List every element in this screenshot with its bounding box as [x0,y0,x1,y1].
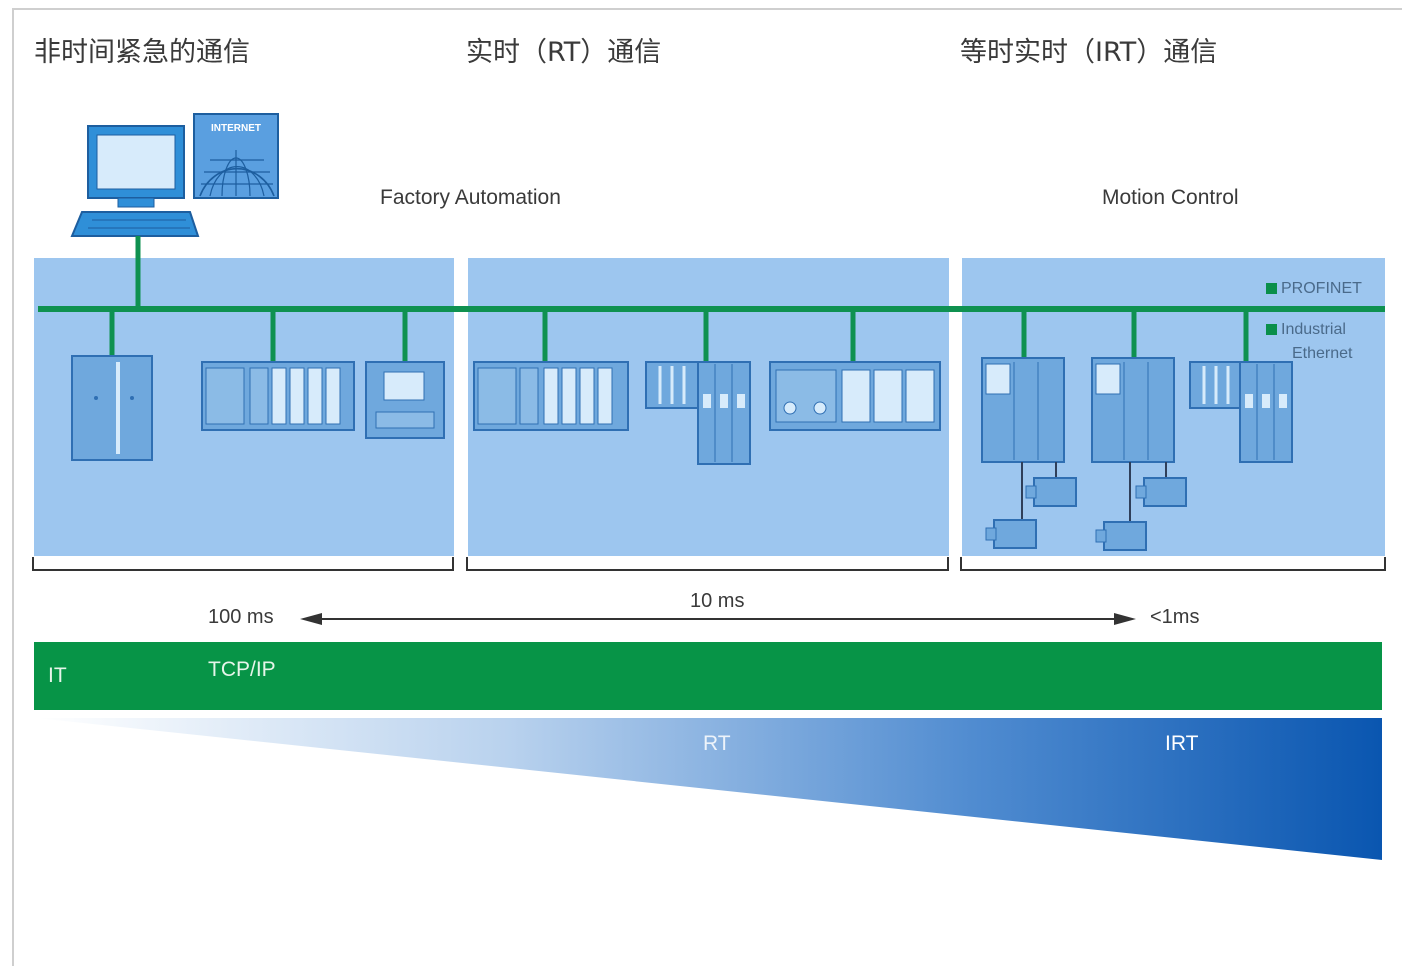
plc-rack-device [201,361,355,431]
wedge-label-irt: IRT [1165,732,1199,755]
label-factory-automation: Factory Automation [380,186,561,209]
timing-10ms: 10 ms [690,590,745,612]
heading-isochronous-realtime: 等时实时（IRT）通信 [960,37,1218,68]
legend-square-icon [1266,283,1277,295]
wedge-label-rt: RT [703,732,731,755]
legend-ethernet-text: Ethernet [1292,345,1353,362]
servo-motor-icon-3 [1135,477,1187,507]
legend-profinet: PROFINET [1266,280,1362,298]
drive-controller-device-2 [1091,357,1175,522]
hmi-panel-device [365,361,445,439]
band-label-tcpip: TCP/IP [208,658,276,681]
legend-industrial-text: Industrial [1281,321,1346,338]
drive-controller-device-1 [981,357,1065,520]
distributed-io-device-irt [1189,361,1293,463]
legend-industrial-ethernet: Industrial [1266,321,1346,339]
legend-square-icon [1266,324,1277,336]
frame-top-line [12,8,1402,10]
timing-100ms: 100 ms [208,606,274,628]
controller-cabinet-device [71,355,153,461]
bracket-isochronous [960,557,1386,571]
servo-motor-icon-2 [985,519,1037,549]
label-motion-control: Motion Control [1102,186,1239,209]
it-tcpip-band [34,642,1382,710]
heading-non-time-critical: 非时间紧急的通信 [34,37,250,68]
internet-badge-text: INTERNET [211,123,261,134]
timing-double-arrow [300,613,1136,625]
computer-icon [70,125,200,237]
servo-motor-icon-4 [1095,521,1147,551]
internet-globe-icon: INTERNET [193,113,279,199]
plc-rack-device-rt [473,361,629,431]
frame-left-line [12,8,14,966]
bracket-non-realtime [32,557,454,571]
bracket-realtime [466,557,949,571]
profinet-bus [38,236,1385,362]
io-module-block-device [769,361,941,431]
servo-motor-icon-1 [1025,477,1077,507]
heading-realtime: 实时（RT）通信 [466,37,662,68]
timing-under-1ms: <1ms [1150,606,1200,628]
band-label-it: IT [48,664,67,687]
rt-irt-gradient-wedge [36,718,1382,860]
legend-profinet-text: PROFINET [1281,280,1362,297]
distributed-io-device [645,361,751,465]
